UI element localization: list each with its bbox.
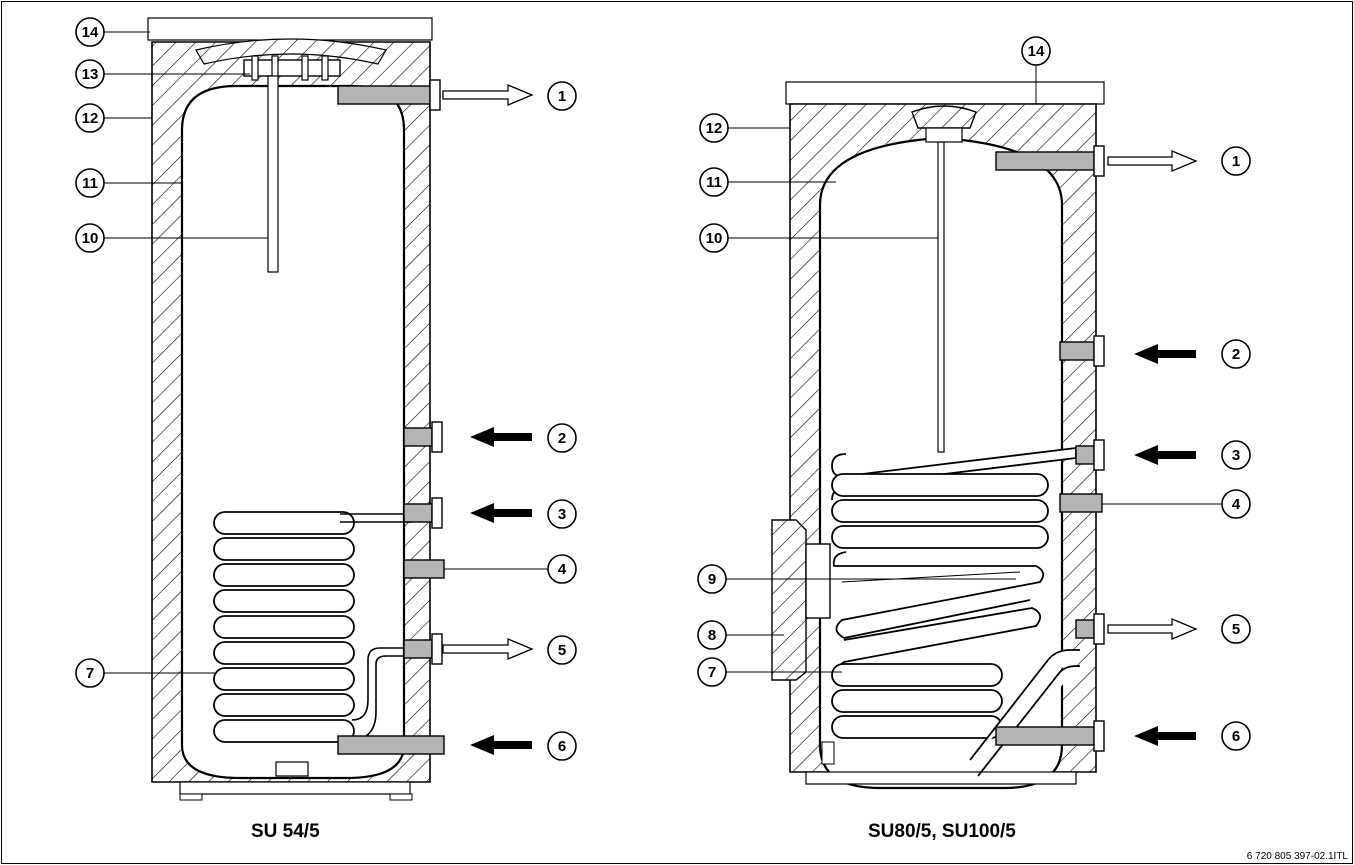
top-plug-right bbox=[911, 105, 977, 129]
callout-right-9: 9 bbox=[708, 571, 716, 588]
anode-right bbox=[937, 141, 945, 453]
inlet-arrow-3-left bbox=[470, 503, 532, 523]
callout-left-2: 2 bbox=[558, 430, 566, 447]
callout-right-2: 2 bbox=[1232, 346, 1240, 363]
callout-right-1: 1 bbox=[1232, 153, 1240, 170]
callout-left-7: 7 bbox=[86, 665, 94, 682]
callout-left-12: 12 bbox=[82, 110, 99, 127]
callout-right-5: 5 bbox=[1232, 621, 1240, 638]
callout-right-12: 12 bbox=[706, 120, 723, 137]
inlet-arrow-6-right bbox=[1134, 726, 1196, 746]
callout-left-5: 5 bbox=[558, 642, 566, 659]
callout-left-11: 11 bbox=[82, 175, 98, 192]
flange-left bbox=[243, 59, 341, 77]
callout-right-8: 8 bbox=[708, 627, 716, 644]
document-id: 6 720 805 397-02.1ITL bbox=[1246, 851, 1348, 862]
outlet-arrow-5-left bbox=[442, 638, 534, 660]
callout-left-10: 10 bbox=[82, 230, 99, 247]
sensor-well-right bbox=[805, 543, 831, 619]
callout-right-4: 4 bbox=[1232, 496, 1241, 513]
pipe-stubs-left bbox=[337, 79, 445, 755]
inlet-arrow-2-right bbox=[1134, 344, 1196, 364]
sensor-cover-right bbox=[771, 519, 807, 681]
outlet-arrow-1-right bbox=[1107, 150, 1198, 172]
pipe-stubs-right bbox=[995, 145, 1105, 752]
callout-right-3: 3 bbox=[1232, 447, 1240, 464]
heat-coil-left bbox=[213, 511, 355, 743]
callout-left-1: 1 bbox=[558, 88, 566, 105]
inlet-arrow-2-left bbox=[470, 427, 532, 447]
leaders-left bbox=[104, 31, 548, 674]
top-cover-right bbox=[785, 81, 1105, 105]
anode-left bbox=[267, 75, 279, 273]
right-tank bbox=[771, 81, 1198, 790]
callout-right-11: 11 bbox=[706, 174, 722, 191]
leaders-right bbox=[726, 65, 1222, 673]
callout-left-14: 14 bbox=[82, 24, 99, 41]
callout-right-6: 6 bbox=[1232, 728, 1240, 745]
callout-left-13: 13 bbox=[82, 66, 99, 83]
callout-left-3: 3 bbox=[558, 506, 566, 523]
callout-left-6: 6 bbox=[558, 738, 566, 755]
inlet-arrow-6-left bbox=[470, 735, 532, 755]
left-tank bbox=[147, 17, 534, 801]
outlet-arrow-5-right bbox=[1107, 618, 1198, 640]
callout-left-4: 4 bbox=[558, 561, 567, 578]
callout-circles bbox=[75, 17, 1251, 761]
caption-left: SU 54/5 bbox=[251, 821, 320, 842]
top-cover-left bbox=[147, 17, 433, 41]
callout-right-7: 7 bbox=[708, 664, 716, 681]
callout-right-10: 10 bbox=[706, 230, 723, 247]
outlet-arrow-1-left bbox=[442, 84, 534, 106]
callout-right-14: 14 bbox=[1028, 43, 1045, 60]
caption-right: SU80/5, SU100/5 bbox=[868, 821, 1016, 842]
inlet-arrow-3-right bbox=[1134, 445, 1196, 465]
